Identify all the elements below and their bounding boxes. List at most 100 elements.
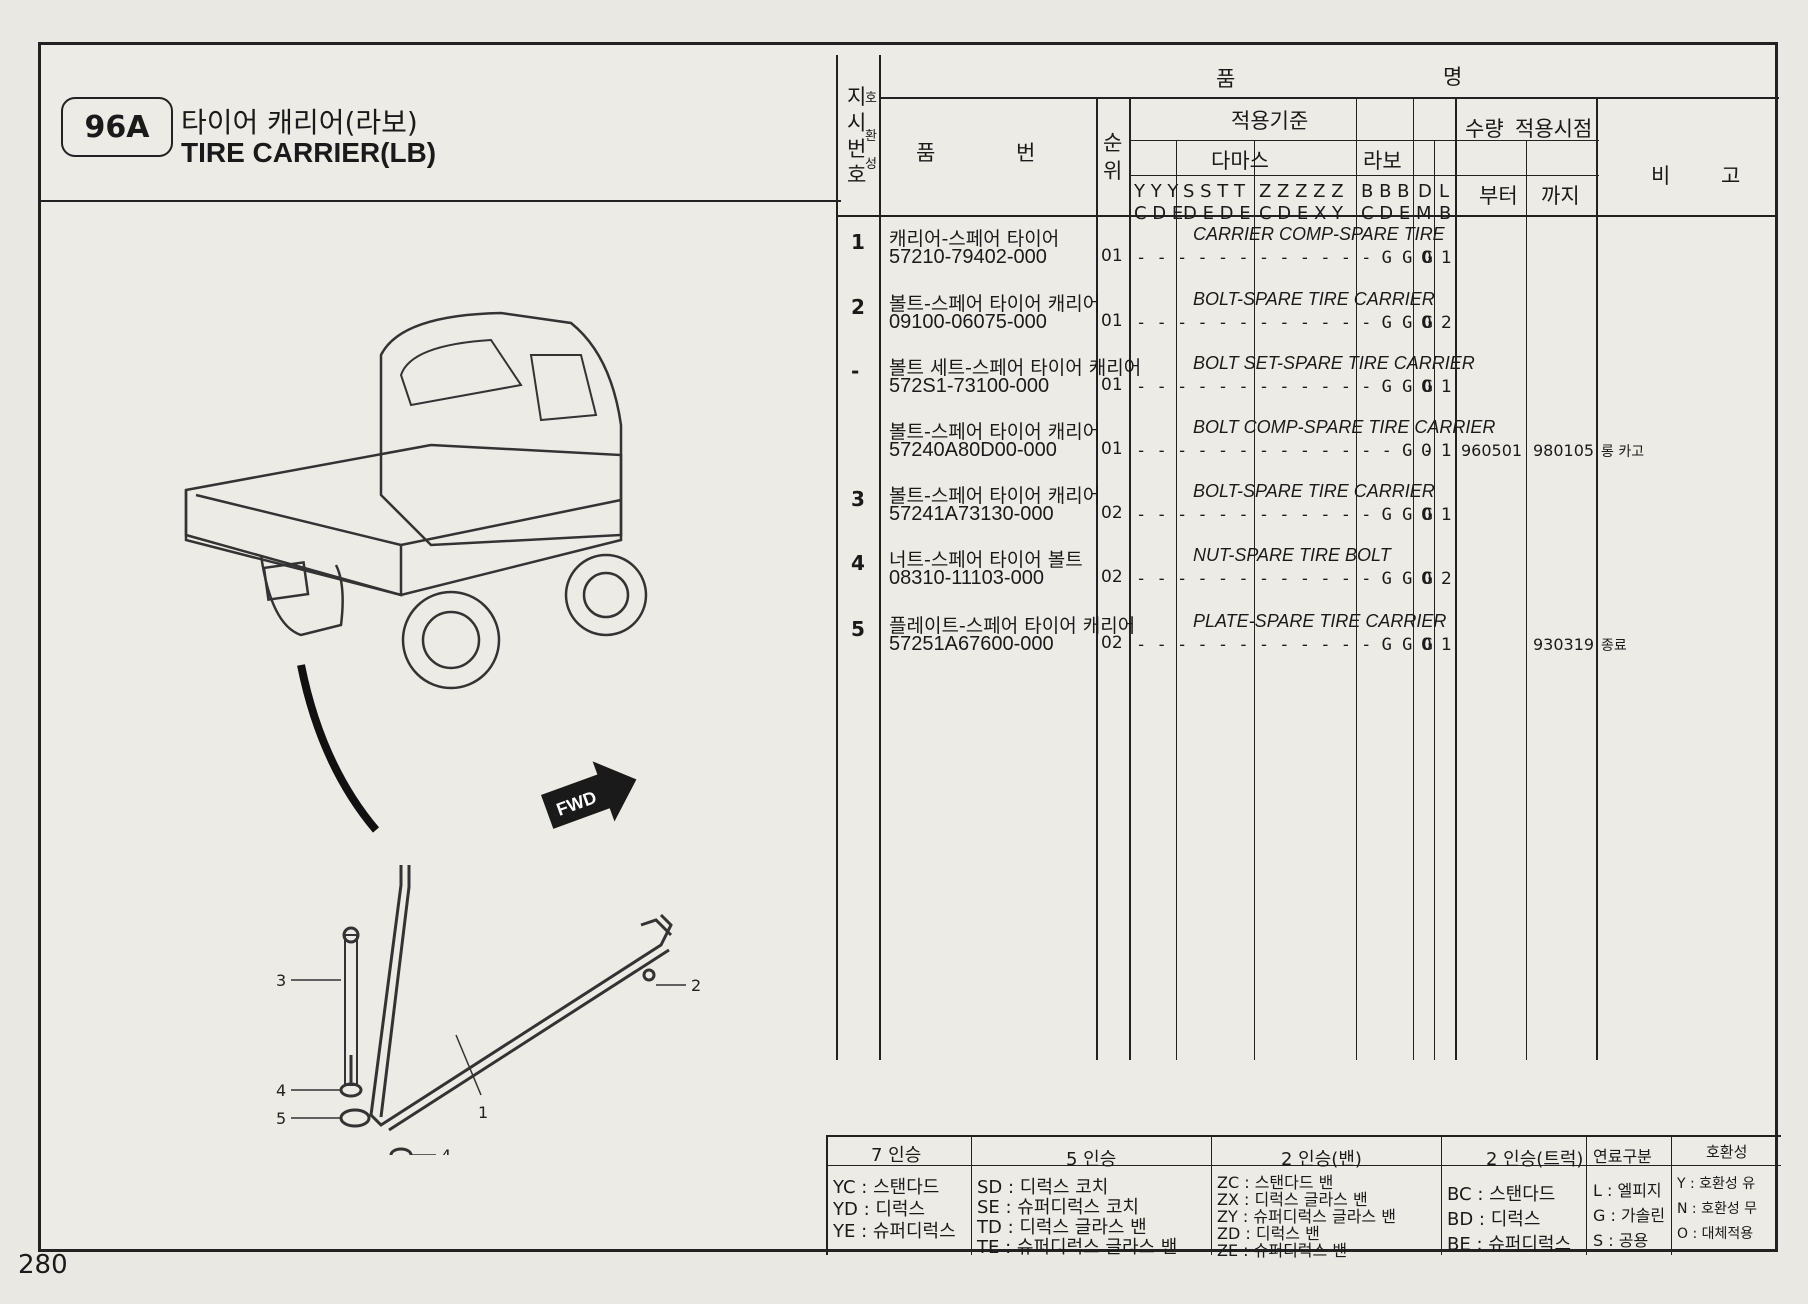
row-english-name: NUT-SPARE TIRE BOLT (1193, 545, 1391, 565)
row-english-name: CARRIER COMP-SPARE TIRE (1193, 224, 1445, 244)
partname-header-b: 명 (1443, 65, 1463, 89)
footer-fuel-item: S : 공용 (1593, 1231, 1649, 1250)
row-qty-lb: 2 (1441, 313, 1452, 333)
title-divider (41, 200, 841, 202)
row-index: 5 (851, 617, 865, 641)
col-index-border (879, 55, 881, 1060)
footer-compat-item: Y : 호환성 유 (1677, 1176, 1756, 1192)
partname-header-a: 품 (1216, 67, 1236, 91)
footer-5seat-item: TE : 슈퍼디럭스 글라스 밴 (977, 1237, 1178, 1258)
row-qty-lb: 1 (1441, 248, 1452, 268)
partno-header-b: 번 (1016, 141, 1036, 165)
row-qty-dm: 0 (1421, 635, 1432, 655)
footer-2seat-van-item: ZD : 디럭스 밴 (1217, 1224, 1320, 1243)
footer-5seat-item: TD : 디럭스 글라스 밴 (977, 1217, 1147, 1238)
footer-2seat-van-item: ZX : 디럭스 글라스 밴 (1217, 1190, 1368, 1209)
footer-2seat-van-item: ZE : 슈퍼디럭스 밴 (1217, 1241, 1348, 1260)
row-qty-dm: 0 (1421, 377, 1432, 397)
footer-col-6 (1671, 1135, 1672, 1255)
part-row-5: 3 볼트-스페어 타이어 캐리어 57241A73130-000 02 BOLT… (41, 481, 1775, 547)
qty-header: 수량 (1465, 117, 1504, 141)
part-row-2: 2 볼트-스페어 타이어 캐리어 09100-06075-000 01 BOLT… (41, 289, 1775, 355)
part-row-7: 5 플레이트-스페어 타이어 캐리어 57251A67600-000 02 PL… (41, 611, 1775, 677)
variant-s-top: S S T T (1183, 181, 1246, 202)
footer-2seat-van-item: ZC : 스탠다드 밴 (1217, 1173, 1334, 1192)
callout-4: 4 (276, 1081, 286, 1100)
callout-5: 5 (276, 1109, 286, 1128)
row-index: 1 (851, 230, 865, 254)
section-title-korean: 타이어 캐리어(라보) (181, 106, 418, 139)
parts-catalog-sheet: 96A 타이어 캐리어(라보) TIRE CARRIER(LB) FWD (38, 42, 1781, 1260)
row-part-number: 57241A73130-000 (889, 503, 1054, 525)
part-row-6: 4 너트-스페어 타이어 볼트 08310-11103-000 02 NUT-S… (41, 545, 1775, 611)
header-line-1 (879, 97, 1779, 99)
to-header: 까지 (1541, 184, 1580, 208)
row-part-number: 572S1-73100-000 (889, 375, 1050, 397)
row-codes: - - - - - - - - - - - - G G G (1136, 505, 1433, 525)
seq-header-b: 위 (1103, 159, 1123, 183)
row-part-number: 08310-11103-000 (889, 567, 1044, 589)
row-qty-lb: 1 (1441, 505, 1452, 525)
footer-7seat-item: YD : 디럭스 (833, 1199, 926, 1220)
row-qty-lb: 1 (1441, 441, 1452, 461)
row-seq: 01 (1101, 439, 1123, 459)
row-qty-dm: 0 (1421, 248, 1432, 268)
header-bottom-line (836, 215, 1776, 217)
idx-small-1: 환 (865, 129, 877, 144)
row-codes: - - - - - - - - - - - - G G G (1136, 248, 1433, 268)
col-ydamas-border (1176, 140, 1177, 1060)
footer-5seat-item: SD : 디럭스 코치 (977, 1177, 1109, 1198)
variant-z-top: Z Z Z Z Z (1259, 181, 1344, 202)
footer-fuel-item: L : 엘피지 (1593, 1181, 1662, 1200)
row-qty-dm: 0 (1421, 505, 1432, 525)
row-english-name: BOLT-SPARE TIRE CARRIER (1193, 481, 1435, 501)
col-qty-border (1455, 97, 1457, 1060)
footer-compat-title: 호환성 (1706, 1143, 1748, 1161)
row-seq: 01 (1101, 246, 1123, 266)
idx-label-0: 지 (847, 85, 867, 109)
row-index: - (851, 359, 860, 383)
part-row-1: 1 캐리어-스페어 타이어 57210-79402-000 01 CARRIER… (41, 224, 1775, 290)
footer-2seat-van-title: 2 인승(밴) (1281, 1149, 1362, 1170)
row-note: 종료 (1601, 638, 1627, 654)
footer-5seat-title: 5 인승 (1066, 1149, 1117, 1170)
callout-2: 2 (691, 976, 701, 995)
callout-1: 1 (478, 1103, 488, 1122)
row-from-date: 960501 (1461, 441, 1523, 460)
row-part-number: 09100-06075-000 (889, 311, 1047, 333)
row-korean-name: 볼트 세트-스페어 타이어 캐리어 (889, 357, 1142, 379)
labo-header: 라보 (1363, 149, 1402, 173)
row-korean-name: 볼트-스페어 타이어 캐리어 (889, 293, 1101, 315)
footer-2seat-truck-item: BD : 디럭스 (1447, 1209, 1541, 1230)
row-seq: 02 (1101, 633, 1123, 653)
row-part-number: 57210-79402-000 (889, 246, 1047, 268)
footer-top-line (826, 1135, 1781, 1137)
footer-fuel-title: 연료구분 (1593, 1147, 1652, 1166)
variant-z-bot: C D E X Y (1259, 203, 1344, 224)
idx-label-3: 호 (847, 163, 867, 187)
from-header: 부터 (1479, 184, 1518, 208)
footer-2seat-truck-title: 2 인승(트럭) (1486, 1149, 1584, 1170)
footer-5seat-item: SE : 슈퍼디럭스 코치 (977, 1197, 1139, 1218)
row-codes: - - - - - - - - - - - - G G G (1136, 313, 1433, 333)
col-to-border (1596, 97, 1598, 1060)
footer-compat-item: N : 호환성 무 (1677, 1201, 1758, 1217)
footer-7seat-item: YC : 스탠다드 (833, 1177, 940, 1198)
row-english-name: BOLT-SPARE TIRE CARRIER (1193, 289, 1435, 309)
row-index: 2 (851, 295, 865, 319)
header-line-2 (1129, 140, 1599, 141)
row-codes: - - - - - - - - - - - - G G G (1136, 569, 1433, 589)
section-title-english: TIRE CARRIER(LB) (181, 137, 437, 168)
row-codes: - - - - - - - - - - - - G G G (1136, 377, 1433, 397)
row-qty-dm: 0 (1421, 441, 1432, 461)
row-seq: 02 (1101, 503, 1123, 523)
variant-y-bot: C D E (1134, 203, 1184, 224)
callout-3: 3 (276, 971, 286, 990)
part-row-3: - 볼트 세트-스페어 타이어 캐리어 572S1-73100-000 01 B… (41, 353, 1775, 419)
footer-2seat-truck-item: BE : 슈퍼디럭스 (1447, 1234, 1572, 1255)
col-labo-border (1413, 97, 1414, 1060)
apply-std-header: 적용기준 (1231, 109, 1309, 133)
footer-title-line (826, 1165, 1781, 1166)
row-note: 롱 카고 (1601, 444, 1645, 460)
row-part-number: 57240A80D00-000 (889, 439, 1057, 461)
